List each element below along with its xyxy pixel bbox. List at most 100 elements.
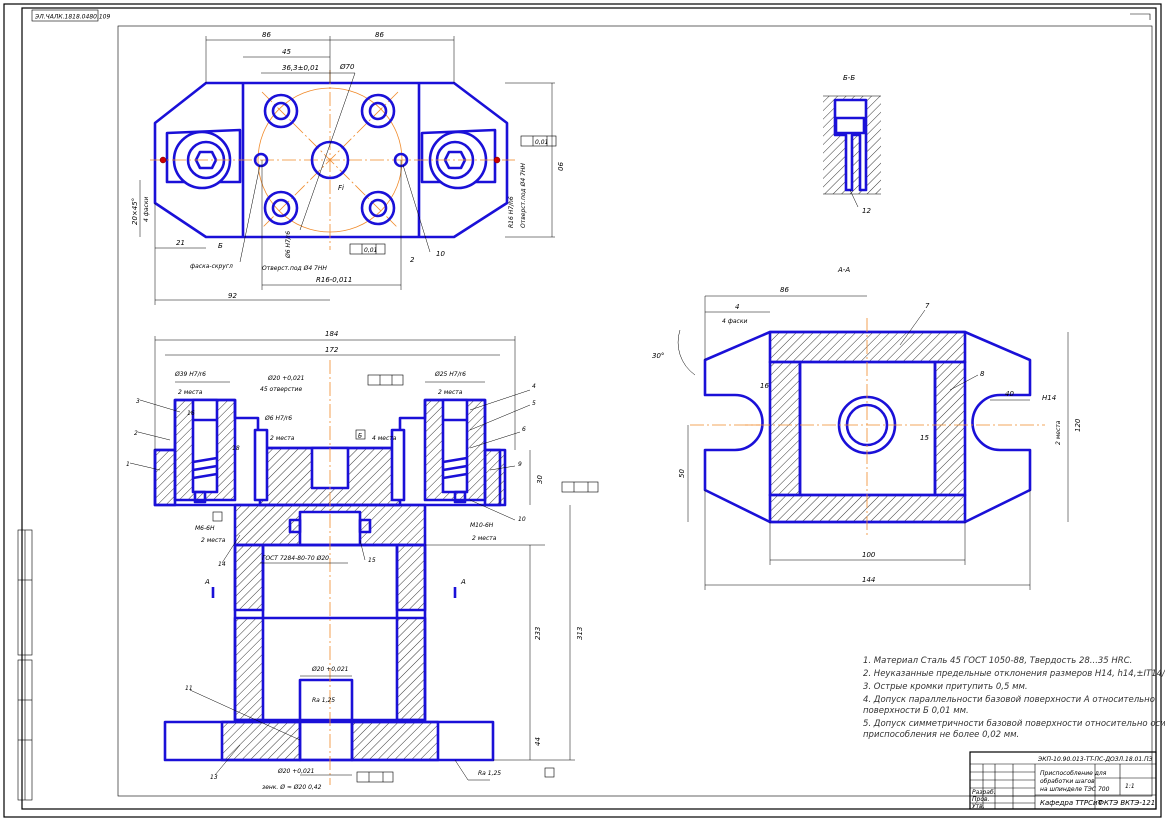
aa-dim-h14: H14 xyxy=(1042,394,1056,402)
aa-dim-2pl: 2 места xyxy=(1055,420,1062,445)
stamp-row-approve: Утв. xyxy=(972,803,985,810)
section-a-a: А-А 86 4 4 фаски 30° 50 100 144 120 40 xyxy=(652,266,1082,590)
callout-15: 15 xyxy=(368,557,376,564)
front-2places-e: 2 места xyxy=(472,535,497,542)
callout-16: 16 xyxy=(187,410,195,417)
front-dim-44: 44 xyxy=(534,737,542,746)
aa-dim-144: 144 xyxy=(862,576,875,584)
callout-5: 5 xyxy=(532,400,536,407)
note-2: 2. Неуказанные предельные отклонения раз… xyxy=(863,669,1165,679)
left-clamp-arm xyxy=(165,128,242,184)
dim-20x45: 20×45° xyxy=(131,198,139,225)
front-dim-phi25: Ø25 H7/r6 xyxy=(434,371,466,378)
front-ra-1: Ra 1,25 xyxy=(312,697,335,704)
front-2places-b: 2 места xyxy=(438,389,463,396)
dim-r16b: R16 H7/h6 xyxy=(508,196,515,228)
front-dim-45: 45 отверстие xyxy=(260,386,302,393)
section-bb-title: Б-Б xyxy=(843,74,855,82)
aa-dim-16: 16 xyxy=(760,382,769,390)
callout-10: 10 xyxy=(436,250,445,258)
corner-mark xyxy=(1130,13,1151,20)
tol-frame-mid: 0,01 xyxy=(364,247,377,254)
stamp-row-checker: Пров. xyxy=(972,796,990,803)
section-b-b: Б-Б 12 xyxy=(823,74,881,215)
dim-4-faski: 4 фаски xyxy=(143,197,150,222)
front-base xyxy=(163,720,495,762)
dim-r16: R16-0,011 xyxy=(316,276,352,284)
aa-dim-4: 4 xyxy=(735,303,739,311)
callout-13: 13 xyxy=(210,774,218,781)
note-1: 1. Материал Сталь 45 ГОСТ 1050-88, Тверд… xyxy=(863,656,1132,666)
technical-notes: 1. Материал Сталь 45 ГОСТ 1050-88, Тверд… xyxy=(863,656,1165,740)
center-bore xyxy=(310,140,350,180)
dim-45: 45 xyxy=(282,48,291,56)
mounting-hole-bl xyxy=(263,190,299,226)
front-dim-zenk: зенк. Ø ≈ Ø20 0,42 xyxy=(262,784,322,791)
callout-18: 18 xyxy=(232,445,240,452)
front-dim-233: 233 xyxy=(534,627,542,640)
front-dim-313: 313 xyxy=(576,627,584,640)
dim-90: 90 xyxy=(556,162,564,171)
dim-86-left: 86 xyxy=(262,31,271,39)
callout-11: 11 xyxy=(185,685,193,692)
front-dim-m10: М10-6Н xyxy=(470,522,494,529)
aa-callout-8: 8 xyxy=(980,370,985,378)
front-4places: 4 места xyxy=(372,435,397,442)
left-dowel-pin xyxy=(253,428,269,502)
dim-92: 92 xyxy=(228,292,237,300)
aa-dim-100: 100 xyxy=(862,551,876,559)
dim-86-right: 86 xyxy=(375,31,384,39)
sheet-code: ФКТЭ ВКТЭ-121 xyxy=(1098,799,1155,807)
inner-frame xyxy=(21,7,1157,810)
title-line-1: Приспособление для xyxy=(1040,770,1107,777)
aa-dim-40: 40 xyxy=(1005,390,1014,398)
right-dowel-pin xyxy=(390,428,406,502)
dim-note-hole: Отверст.под Ø4 7НН xyxy=(262,265,327,272)
front-ra-2: Ra 1,25 xyxy=(478,770,501,777)
corner-stamp: ЭЛ.ЧАЛК.1818.0480.109 xyxy=(34,14,110,21)
note-5: 5. Допуск симметричности базовой поверхн… xyxy=(863,719,1165,729)
callout-4: 4 xyxy=(532,383,536,390)
title-line-2: обработки шагов xyxy=(1040,778,1095,785)
callout-10: 10 xyxy=(518,516,526,523)
outer-border xyxy=(3,3,1162,818)
callout-2: 2 xyxy=(134,430,138,437)
bb-bore xyxy=(833,98,868,192)
note-4: 4. Допуск параллельности базовой поверхн… xyxy=(863,695,1155,705)
title-line-3: на шпинделе ТЭС 700 xyxy=(1040,786,1110,793)
label-fi: Fi xyxy=(338,184,344,192)
dim-phi70: Ø70 xyxy=(339,63,355,71)
top-body-outline xyxy=(153,81,509,239)
left-pin xyxy=(253,152,269,168)
front-dim-phi20: Ø20 +0,021 xyxy=(267,375,304,382)
right-clamp-arm xyxy=(420,128,497,184)
aa-dim-15: 15 xyxy=(920,434,929,442)
mounting-hole-tl xyxy=(263,93,299,129)
front-dim-phi6: Ø6 H7/r6 xyxy=(264,415,292,422)
front-dim-184: 184 xyxy=(325,330,338,338)
drawing-area-border xyxy=(117,25,1153,797)
right-clamp-screw xyxy=(441,398,469,504)
aa-dim-50: 50 xyxy=(678,469,686,478)
tol-frame-top: 0,01 xyxy=(535,139,548,146)
dim-phi6: Ø6 H7/r6 xyxy=(285,231,292,259)
callout-6: 6 xyxy=(522,426,526,433)
callout-14: 14 xyxy=(218,561,226,568)
note-5b: приспособления не более 0,02 мм. xyxy=(863,730,1019,740)
label-2: 2 xyxy=(410,256,415,264)
callout-9: 9 xyxy=(518,461,522,468)
front-2places-c: 2 места xyxy=(270,435,295,442)
aa-dim-faski: 4 фаски xyxy=(722,318,747,325)
top-view: 86 86 45 36,3±0,01 Ø70 90 92 21 20×45° 4… xyxy=(131,31,564,305)
front-dim-phi20b: Ø20 +0,021 xyxy=(311,666,348,673)
section-aa-title: А-А xyxy=(837,266,850,274)
note-3: 3. Острые кромки притупить 0,5 мм. xyxy=(863,682,1028,692)
front-view: 184 172 Ø39 H7/r6 2 места Ø25 H7/r6 2 ме… xyxy=(129,330,599,791)
front-2places-d: 2 места xyxy=(201,537,226,544)
front-dim-phi20c: Ø20 +0,021 xyxy=(277,768,314,775)
callout-1: 1 xyxy=(126,461,130,468)
section-mark-a-left: А xyxy=(204,578,210,586)
front-2places-a: 2 места xyxy=(178,389,203,396)
section-mark-a-right: А xyxy=(460,578,466,586)
